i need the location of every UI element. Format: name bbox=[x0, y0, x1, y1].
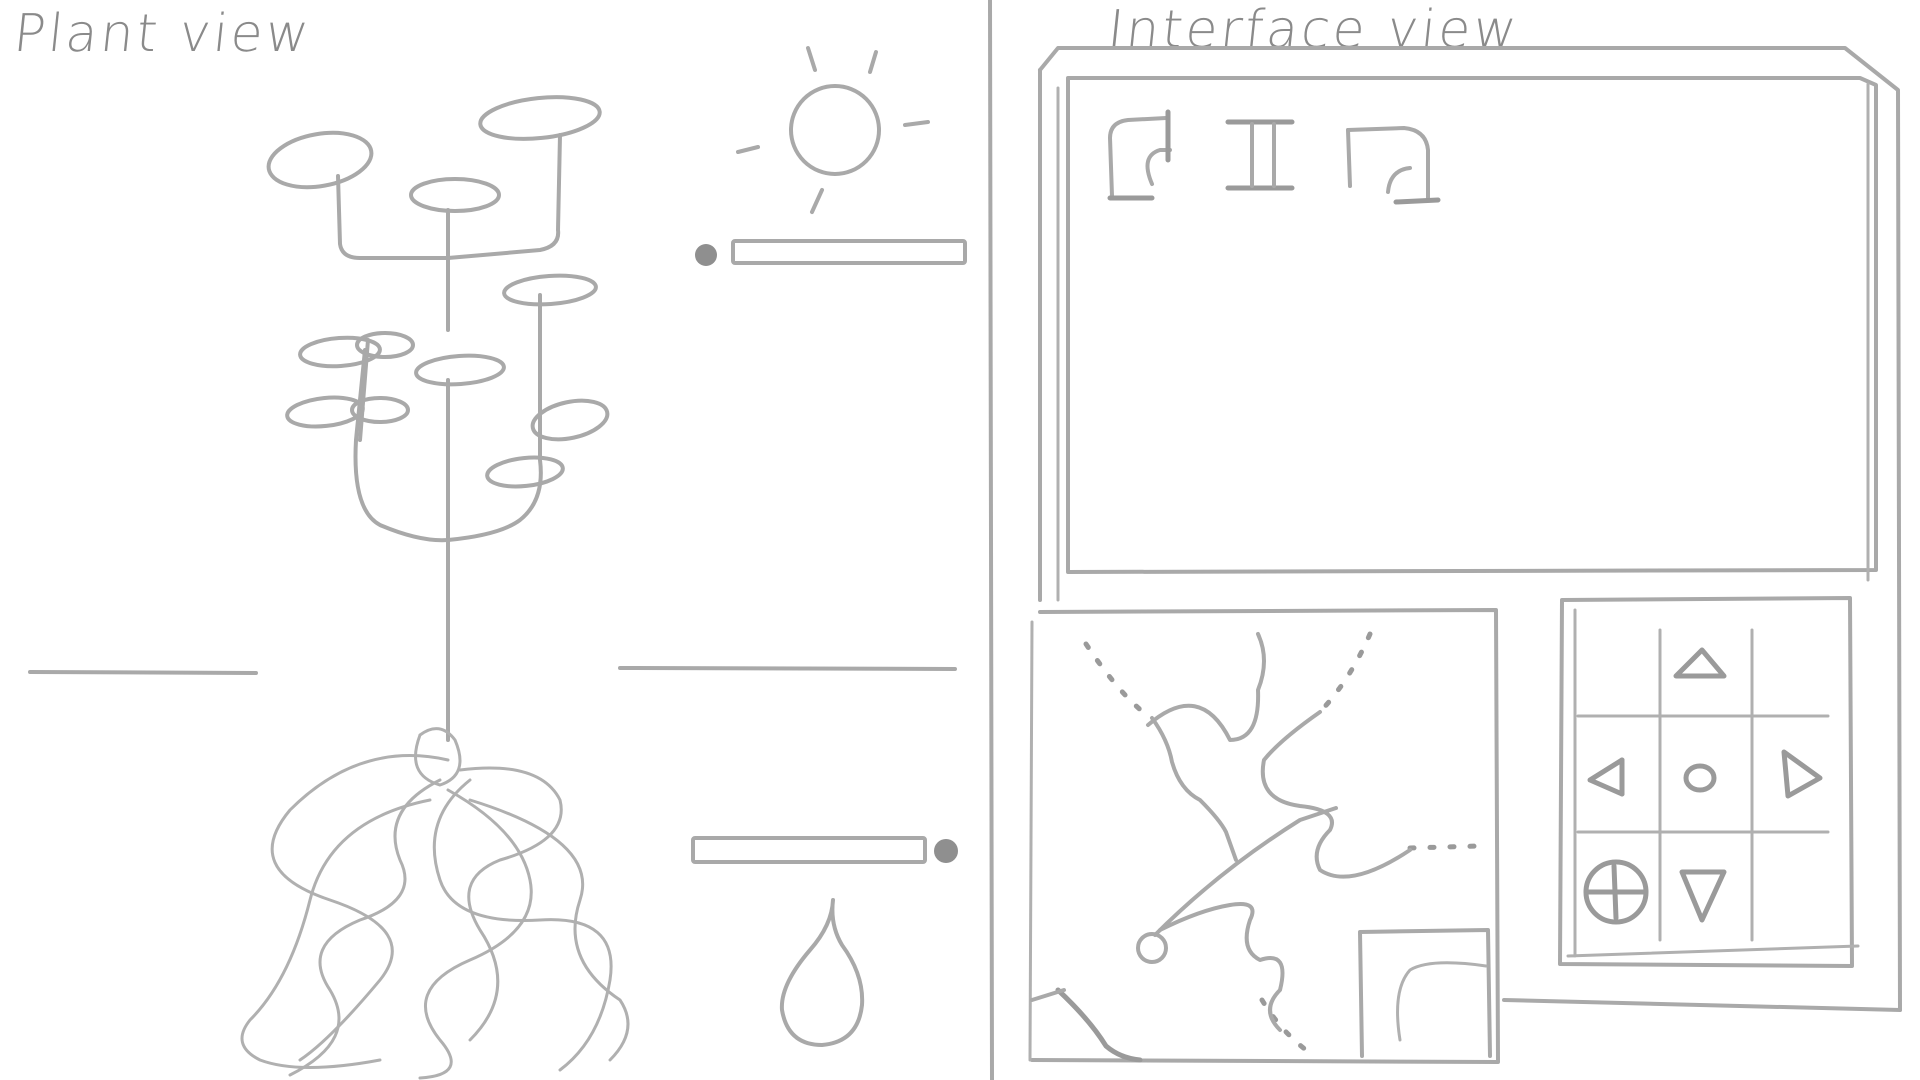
water-slider-knob[interactable] bbox=[934, 839, 958, 863]
left-arrow-icon[interactable] bbox=[1590, 760, 1622, 794]
leaf bbox=[486, 454, 565, 490]
light-slider-track[interactable] bbox=[733, 241, 965, 263]
leaf bbox=[503, 273, 597, 307]
upper-branches bbox=[264, 92, 601, 258]
leaf bbox=[357, 333, 413, 357]
water-drop-icon bbox=[782, 900, 862, 1045]
player-position-icon bbox=[1138, 934, 1166, 962]
up-arrow-icon[interactable] bbox=[1676, 650, 1724, 676]
minimap-inset[interactable] bbox=[1360, 930, 1490, 1056]
ground-line-right bbox=[620, 668, 955, 669]
leaf bbox=[478, 92, 602, 144]
minimap[interactable] bbox=[1030, 610, 1498, 1062]
water-slider-track[interactable] bbox=[693, 838, 925, 862]
light-slider[interactable] bbox=[695, 241, 965, 266]
main-screen bbox=[1058, 78, 1876, 600]
leaf bbox=[415, 353, 505, 387]
down-arrow-icon[interactable] bbox=[1682, 872, 1724, 920]
light-slider-knob[interactable] bbox=[695, 244, 717, 266]
add-target-icon[interactable] bbox=[1586, 862, 1646, 922]
pillar-tool-icon[interactable] bbox=[1228, 122, 1292, 188]
plant-roots bbox=[242, 729, 628, 1078]
arch-tool-icon[interactable] bbox=[1348, 128, 1438, 202]
water-slider[interactable] bbox=[693, 838, 958, 863]
view-divider bbox=[990, 0, 992, 1080]
right-arrow-icon[interactable] bbox=[1784, 752, 1820, 796]
hook-tool-icon[interactable] bbox=[1110, 112, 1170, 198]
device-frame bbox=[1040, 48, 1900, 1010]
leaf bbox=[411, 179, 499, 211]
sun-icon bbox=[738, 48, 928, 212]
ground-line-left bbox=[30, 672, 256, 673]
center-icon[interactable] bbox=[1686, 766, 1714, 790]
leaf bbox=[264, 125, 375, 194]
